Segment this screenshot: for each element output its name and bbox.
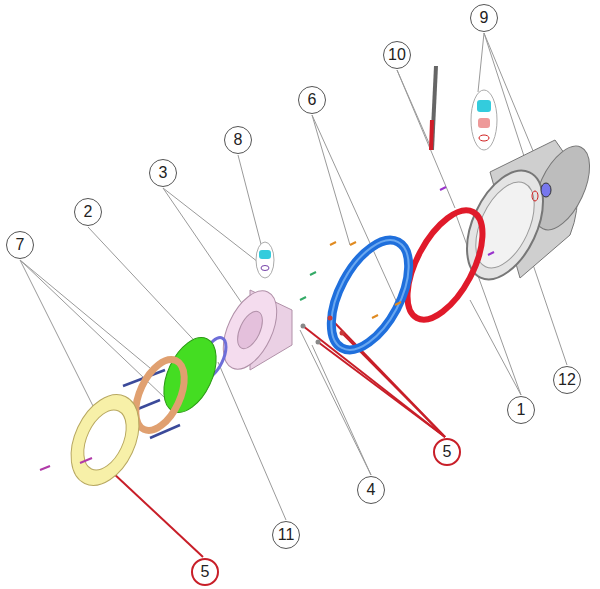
callout-text: 9 — [480, 10, 489, 26]
cable — [431, 66, 436, 150]
leader-lines — [20, 33, 567, 520]
pin — [440, 187, 446, 190]
callout-number: 2 — [74, 198, 102, 226]
leader-line — [163, 188, 258, 262]
cable-line — [432, 66, 436, 150]
leader-line — [478, 33, 484, 92]
leader-line — [330, 318, 445, 437]
callout-number: 5 — [191, 558, 219, 586]
leader-line — [218, 362, 286, 520]
washer — [328, 316, 333, 321]
part-group-outline — [471, 90, 497, 150]
callout-number: 11 — [272, 521, 300, 549]
callout-text: 5 — [201, 564, 210, 580]
washer — [340, 331, 345, 336]
blue-ring-highlight — [315, 228, 424, 362]
callout-text: 4 — [367, 482, 376, 498]
callout-text: 10 — [388, 47, 406, 63]
leader-line — [470, 300, 521, 395]
callout-text: 5 — [443, 444, 452, 460]
leader-line — [397, 70, 455, 208]
callout-text: 3 — [159, 165, 168, 181]
callout-number: 3 — [149, 159, 177, 187]
callout-text: 1 — [517, 402, 526, 418]
leader-line — [312, 115, 350, 245]
washer — [316, 340, 321, 345]
washer — [301, 324, 306, 329]
small-parts — [300, 187, 494, 345]
screw — [395, 302, 401, 305]
cap — [541, 183, 551, 197]
cable-end — [431, 120, 432, 150]
front-ring — [58, 384, 153, 496]
callout-text: 7 — [16, 237, 25, 253]
leader-line — [312, 345, 371, 475]
leader-line — [88, 227, 205, 352]
gland — [477, 100, 491, 112]
pin — [488, 252, 494, 255]
callout-number: 1 — [507, 396, 535, 424]
callout-number: 10 — [383, 41, 411, 69]
gland — [259, 250, 271, 259]
o-ring — [532, 191, 538, 201]
housing-front — [451, 159, 558, 291]
pin — [40, 466, 50, 470]
callout-number: 7 — [6, 231, 34, 259]
front-ring-opening — [75, 403, 135, 476]
callout-text: 8 — [234, 132, 243, 148]
part-8 — [256, 242, 274, 278]
reflector — [212, 283, 292, 378]
callout-text: 2 — [84, 204, 93, 220]
screw — [330, 242, 336, 245]
pins — [40, 458, 92, 470]
gland-nut — [478, 118, 490, 128]
leader-line — [238, 155, 262, 248]
part-9 — [471, 90, 497, 150]
blue-ring — [315, 228, 424, 362]
reflector-rim — [212, 283, 287, 378]
leader-line — [20, 260, 95, 410]
leader-line — [163, 188, 252, 318]
callout-text: 12 — [558, 372, 576, 388]
callout-number: 4 — [357, 476, 385, 504]
leader-line — [20, 260, 150, 368]
clip — [310, 272, 316, 275]
pin — [80, 458, 92, 463]
o-ring — [261, 266, 269, 271]
callout-number: 12 — [553, 366, 581, 394]
clip — [300, 297, 306, 300]
leader-line — [312, 115, 398, 305]
callout-number: 8 — [224, 126, 252, 154]
callout-number: 6 — [298, 86, 326, 114]
callout-number: 5 — [433, 438, 461, 466]
callout-text: 6 — [308, 92, 317, 108]
reflector-center — [232, 308, 267, 353]
screw — [350, 242, 356, 245]
screw — [372, 315, 378, 318]
o-ring — [479, 135, 489, 141]
lens — [153, 329, 227, 420]
part-group-outline — [256, 242, 274, 278]
callout-number: 9 — [470, 4, 498, 32]
callout-text: 11 — [278, 527, 295, 543]
